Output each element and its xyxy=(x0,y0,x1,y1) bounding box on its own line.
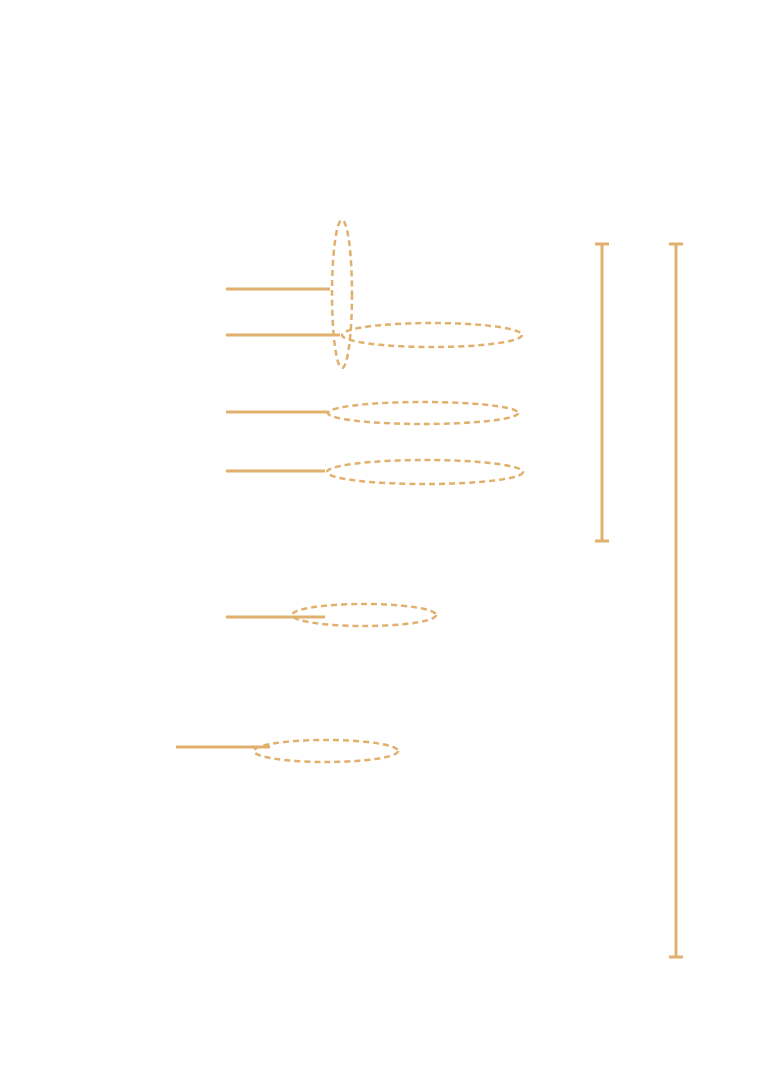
bracket-long xyxy=(669,242,683,959)
ellipse-vertical xyxy=(330,218,354,370)
ellipse-5 xyxy=(290,602,438,628)
ellipse-3 xyxy=(326,400,520,426)
ellipse-4 xyxy=(325,458,525,486)
range-brackets xyxy=(595,242,683,959)
ellipse-2 xyxy=(340,321,524,349)
dashed-ellipses xyxy=(252,218,525,764)
leader-lines xyxy=(176,287,340,749)
ellipse-6 xyxy=(252,738,400,764)
bracket-short xyxy=(595,242,609,543)
